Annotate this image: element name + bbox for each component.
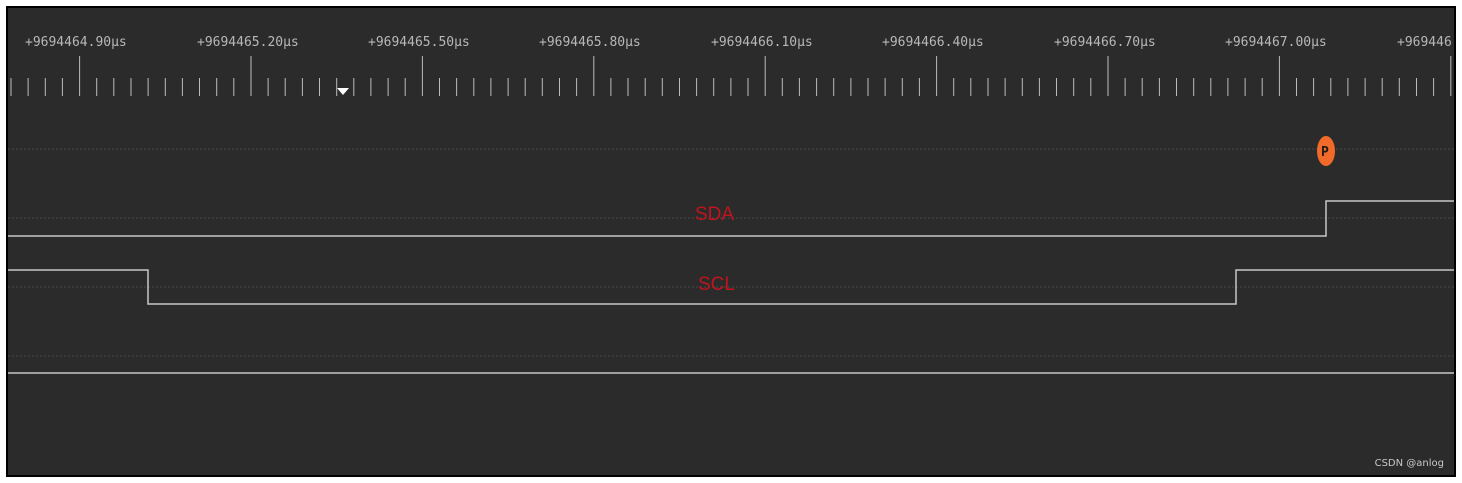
timeline-label: +969446 [1397,35,1452,50]
stop-marker-label: P [1321,145,1329,160]
sda-label: SDA [695,204,734,225]
timeline-label: +9694465.80µs [539,35,641,50]
timeline-label: +9694465.50µs [368,35,470,50]
timeline-label: +9694466.40µs [882,35,984,50]
timeline-ruler-labels: +9694464.90µs +9694465.20µs +9694465.50µ… [25,35,1452,50]
scl-waveform[interactable] [8,269,1454,305]
cursor-marker-icon[interactable] [337,88,349,95]
waveform-canvas[interactable]: +9694464.90µs +9694465.20µs +9694465.50µ… [8,8,1454,475]
timeline-label: +9694465.20µs [197,35,299,50]
sda-waveform[interactable] [8,200,1454,237]
channel-guides [8,148,1454,357]
scl-label: SCL [698,274,735,295]
logic-analyzer-view: +9694464.90µs +9694465.20µs +9694465.50µ… [6,6,1456,477]
watermark: CSDN @anlog [1374,458,1444,469]
timeline-label: +9694466.10µs [711,35,813,50]
timeline-label: +9694467.00µs [1225,35,1327,50]
stop-condition-marker[interactable]: P [1317,136,1335,166]
timeline-label: +9694464.90µs [25,35,127,50]
timeline-ruler-ticks [10,56,1452,96]
timeline-label: +9694466.70µs [1054,35,1156,50]
